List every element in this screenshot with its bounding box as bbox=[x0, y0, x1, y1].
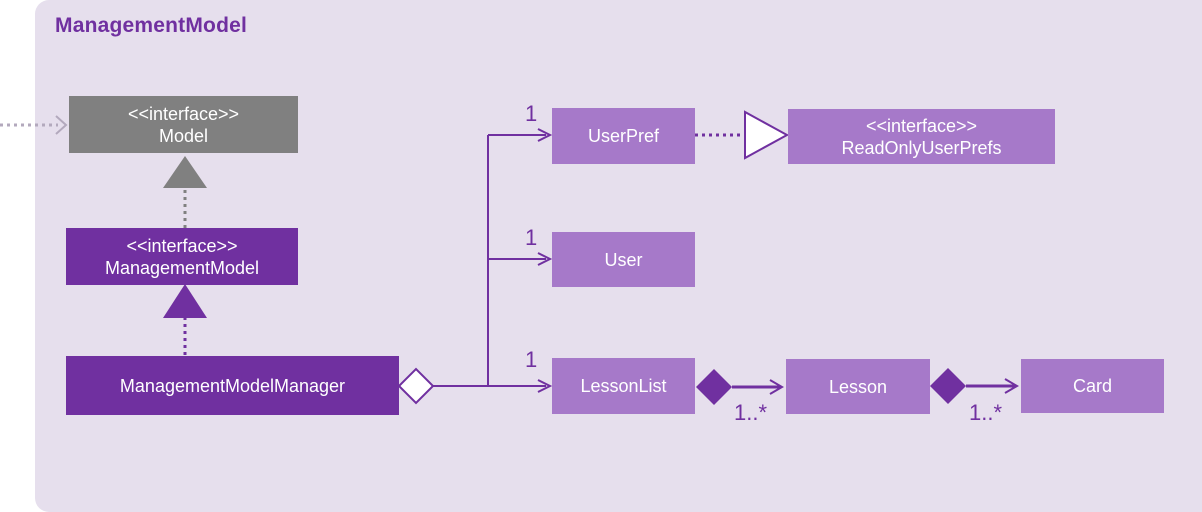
userpref-box[interactable]: UserPref bbox=[552, 108, 695, 164]
model-name: Model bbox=[158, 125, 209, 146]
card-name: Card bbox=[1072, 376, 1112, 396]
external-dependency-arrow bbox=[0, 115, 68, 135]
package-title: ManagementModel bbox=[55, 14, 248, 37]
userpref-name: UserPref bbox=[587, 126, 659, 146]
manager-name: ManagementModelManager bbox=[119, 375, 346, 396]
management-model-stereotype: <<interface>> bbox=[126, 235, 238, 256]
management-model-name: ManagementModel bbox=[104, 257, 260, 278]
multiplicity-user: 1 bbox=[525, 225, 538, 250]
multiplicity-lessonlist: 1 bbox=[525, 347, 538, 372]
user-box[interactable]: User bbox=[552, 232, 695, 287]
model-interface-box[interactable]: <<interface>> Model bbox=[69, 96, 298, 153]
management-model-interface-box[interactable]: <<interface>> ManagementModel bbox=[66, 228, 298, 285]
lessonlist-box[interactable]: LessonList bbox=[552, 358, 695, 414]
realization-manager-to-management-model bbox=[163, 284, 207, 355]
multiplicity-card: 1..* bbox=[969, 400, 1003, 425]
aggregation-lines bbox=[397, 128, 553, 405]
management-model-manager-box[interactable]: ManagementModelManager bbox=[66, 356, 399, 415]
readonly-name: ReadOnlyUserPrefs bbox=[841, 137, 1002, 158]
model-stereotype: <<interface>> bbox=[127, 103, 240, 124]
lesson-name: Lesson bbox=[828, 376, 888, 397]
realization-userpref-to-readonly bbox=[695, 110, 790, 160]
readonly-stereotype: <<interface>> bbox=[865, 115, 978, 136]
lessonlist-name: LessonList bbox=[580, 376, 667, 396]
readonly-userprefs-box[interactable]: <<interface>> ReadOnlyUserPrefs bbox=[788, 109, 1055, 164]
multiplicity-lesson: 1..* bbox=[734, 400, 768, 425]
user-name: User bbox=[604, 249, 643, 270]
multiplicity-userpref: 1 bbox=[525, 101, 538, 126]
card-box[interactable]: Card bbox=[1021, 359, 1164, 413]
composition-lesson-card bbox=[930, 368, 1019, 404]
lesson-box[interactable]: Lesson bbox=[786, 359, 930, 414]
realization-management-model-to-model bbox=[163, 156, 207, 228]
composition-lessonlist-lesson bbox=[696, 369, 784, 405]
